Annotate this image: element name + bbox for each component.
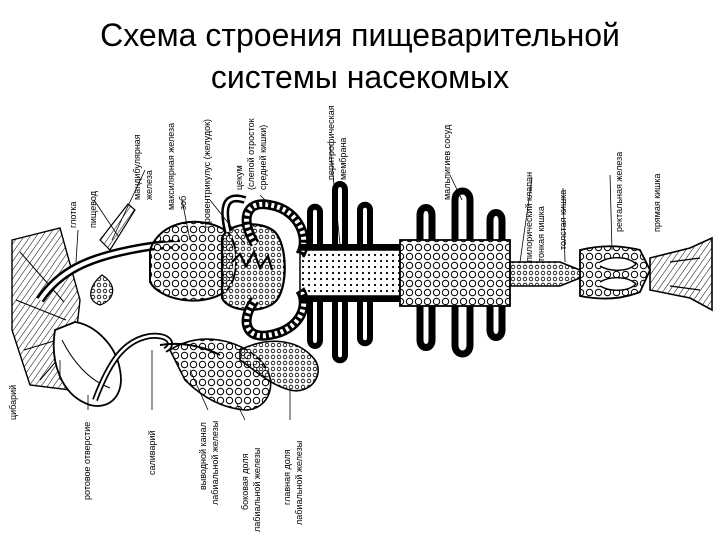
label-caecum-2: (слепой отросток	[246, 118, 256, 190]
label-labial-main-2: лабиальной железы	[294, 441, 304, 525]
label-proventriculus: провентрикулус (желудок)	[202, 119, 212, 228]
label-peritrophic-2: мембрана	[338, 138, 348, 180]
label-pyloric-1: пилорический клапан	[524, 172, 534, 262]
midgut	[299, 239, 511, 307]
label-maxillar-2: зоб	[178, 196, 188, 210]
label-labial-side-2: лабиальной железы	[252, 448, 262, 532]
malpighian-tubules	[416, 187, 506, 358]
label-rectal-2: прямая кишка	[652, 173, 662, 232]
label-cibarium: цибарий	[8, 385, 18, 420]
label-rectal-1: ректальная железа	[614, 152, 624, 232]
label-labial-main-1: главная доля	[282, 449, 292, 505]
label-caecum-3: средней кишки)	[258, 125, 268, 190]
title-line-2: системы насекомых	[210, 59, 510, 95]
label-labial-duct-2: лабиальной железы	[210, 421, 220, 505]
labial-glands	[159, 338, 319, 411]
mandibular-gland	[90, 203, 136, 306]
peritrophic-membrane	[307, 181, 373, 364]
label-mandibular-2: железа	[144, 170, 154, 200]
slide-title: Схема строения пищеварительной системы н…	[0, 14, 720, 98]
label-peritrophic-1: перитрофическая	[326, 105, 336, 180]
label-colon: толстая кишка	[558, 190, 568, 250]
label-pischevod: пищевод	[88, 190, 98, 228]
label-caecum-1: цекум	[234, 165, 244, 190]
rectum	[649, 236, 713, 312]
label-salivarium: саливарий	[147, 430, 157, 475]
label-maxillar-1: максилярная железа	[166, 123, 176, 210]
label-glotka: глотка	[68, 201, 78, 228]
label-pyloric-2: тонкая кишка	[536, 206, 546, 262]
label-labial-duct-1: выводной канал	[198, 422, 208, 490]
label-labial-side-1: боковая доля	[240, 453, 250, 510]
hindgut	[509, 245, 651, 300]
label-mandibular-1: мандибулярная	[132, 134, 142, 200]
labels: глотка пищевод мандибулярная железа макс…	[8, 105, 662, 532]
title-line-1: Схема строения пищеварительной	[100, 17, 620, 53]
label-malpighian: мальпигиев сосуд	[442, 124, 452, 200]
label-mouth: ротовое отверстие	[82, 422, 92, 500]
leader-lines	[59, 144, 613, 421]
